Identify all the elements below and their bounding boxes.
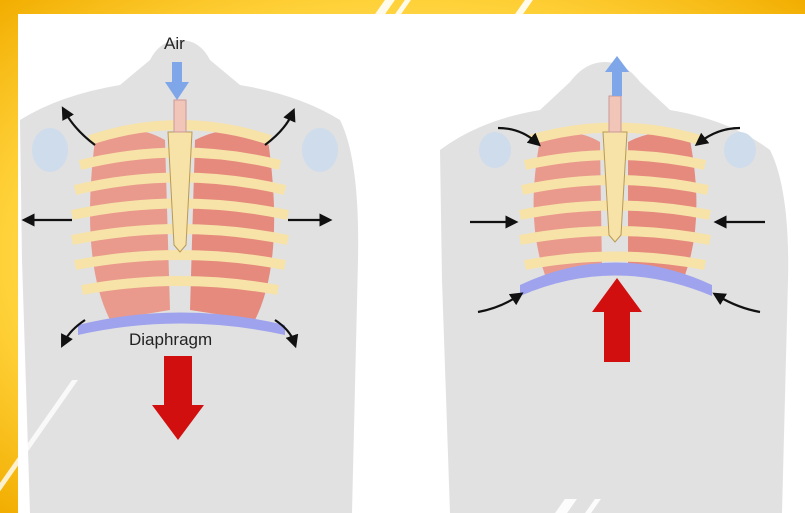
right-shoulder xyxy=(302,128,338,172)
left-shoulder xyxy=(479,132,511,168)
breathing-diagram xyxy=(18,14,805,513)
diagram-canvas: Air Diaphragm xyxy=(18,14,805,513)
exhalation-panel xyxy=(440,56,788,513)
diaphragm-label: Diaphragm xyxy=(129,330,212,350)
air-label: Air xyxy=(164,34,185,54)
left-shoulder xyxy=(32,128,68,172)
trachea xyxy=(174,100,186,132)
right-shoulder xyxy=(724,132,756,168)
inhalation-panel xyxy=(20,40,358,513)
trachea xyxy=(609,96,621,132)
